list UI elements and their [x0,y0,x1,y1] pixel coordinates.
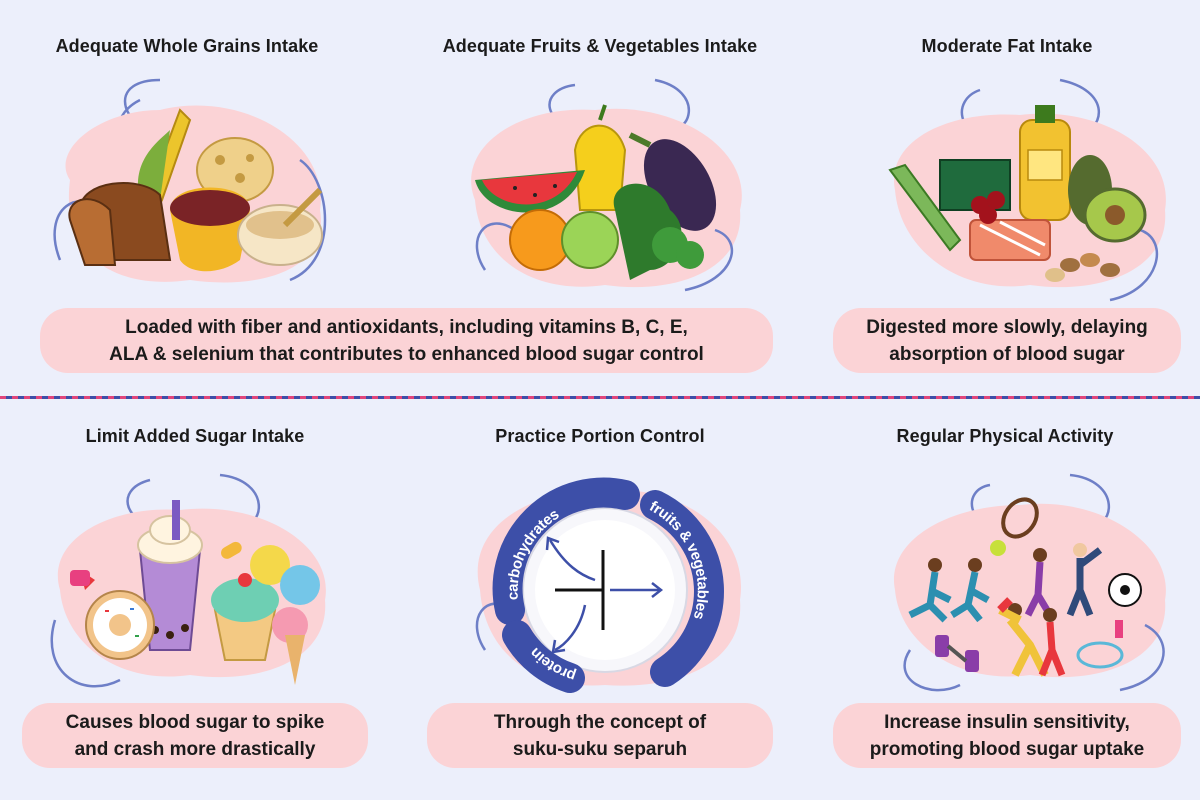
description-portion-line1: Through the concept of [493,712,707,733]
title-limit-sugar: Limit Added Sugar Intake [85,426,305,446]
exercise-illustration [893,473,1166,692]
title-whole-grains: Adequate Whole Grains Intake [55,36,319,56]
description-fat: Digested more slowly, delaying absorptio… [833,308,1181,373]
description-sugar: Causes blood sugar to spike and crash mo… [22,703,368,768]
title-moderate-fat: Moderate Fat Intake [921,36,1093,56]
description-activity: Increase insulin sensitivity, promoting … [833,703,1181,768]
fruits-vegetables-illustration [471,78,742,292]
description-grains-fruits-line1: Loaded with fiber and antioxidants, incl… [125,317,688,338]
description-grains-fruits: Loaded with fiber and antioxidants, incl… [40,308,773,373]
description-activity-line2: promoting blood sugar uptake [869,739,1145,760]
healthy-fats-illustration [888,78,1166,302]
section-divider [0,396,1200,399]
description-fat-line1: Digested more slowly, delaying [866,317,1148,338]
description-sugar-line1: Causes blood sugar to spike [65,712,325,733]
whole-grains-illustration [53,78,327,283]
description-sugar-line2: and crash more drastically [74,739,316,760]
description-fat-line2: absorption of blood sugar [889,344,1125,365]
description-activity-line1: Increase insulin sensitivity, [884,712,1130,733]
description-portion: Through the concept of suku-suku separuh [427,703,773,768]
description-grains-fruits-line2: ALA & selenium that contributes to enhan… [109,344,704,365]
portion-plate-illustration: carbohydrates fruits & vegetables protei… [475,477,742,693]
title-portion-control: Practice Portion Control [495,426,705,446]
title-physical-activity: Regular Physical Activity [896,426,1114,446]
description-portion-line2: suku-suku separuh [512,739,688,760]
sweets-illustration [50,473,326,688]
title-fruits-vegetables: Adequate Fruits & Vegetables Intake [442,36,758,56]
